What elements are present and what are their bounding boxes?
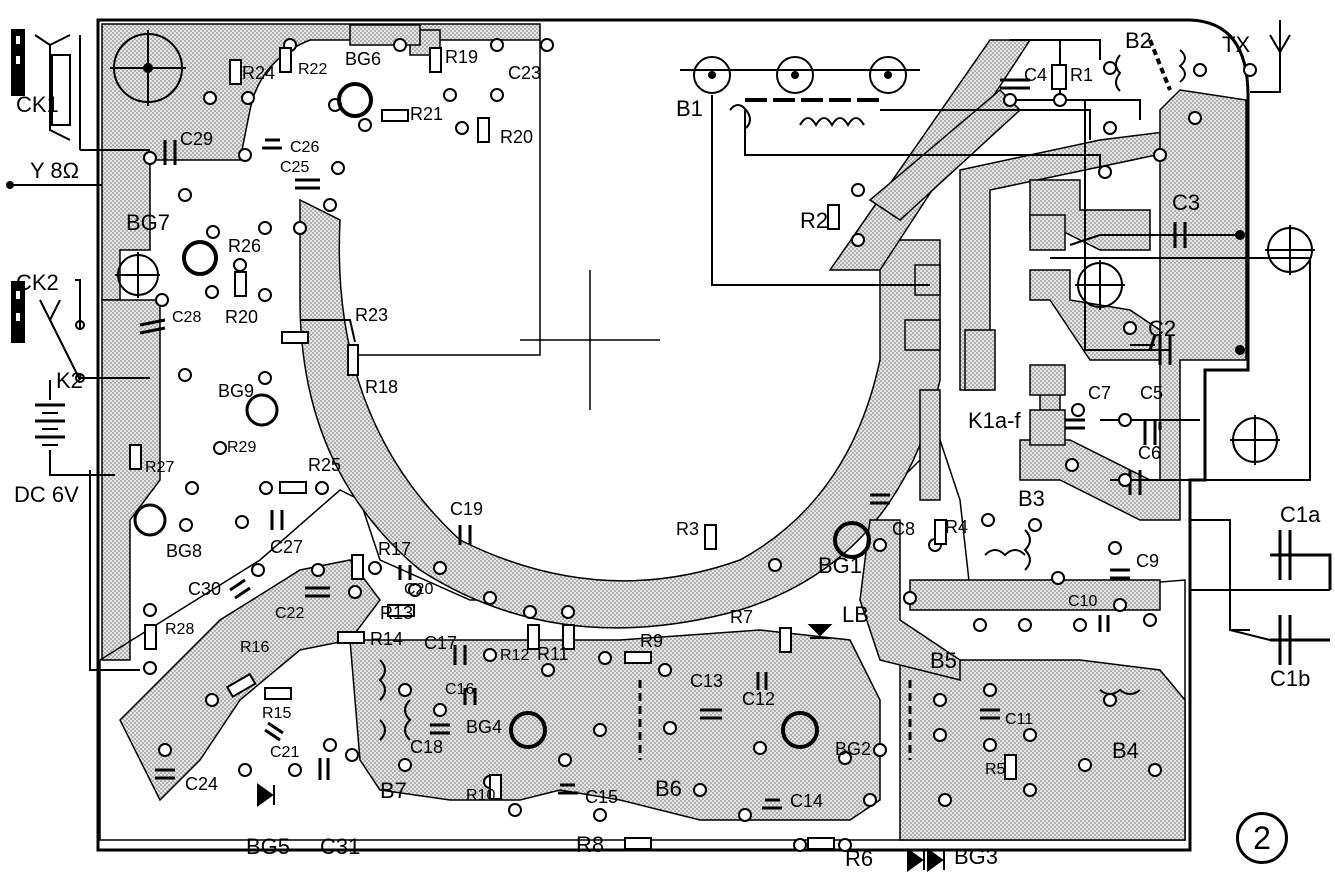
label-r23: R23 [355, 305, 389, 325]
label-c19: C19 [450, 499, 484, 519]
label-c4: C4 [1024, 65, 1048, 85]
label-c31: C31 [320, 834, 361, 859]
label-c28: C28 [172, 309, 202, 326]
label-r19: R19 [445, 47, 479, 67]
label-r14: R14 [370, 629, 404, 649]
label-r5: R5 [985, 761, 1006, 778]
label-b5: B5 [930, 648, 957, 673]
label-c2: C2 [1148, 316, 1177, 341]
label-b3: B3 [1018, 486, 1045, 511]
dial-crosshair [355, 40, 660, 410]
label-r11: R11 [537, 644, 569, 664]
label-bg2: BG2 [835, 739, 872, 759]
label-c17: C17 [424, 633, 458, 653]
label-b6: B6 [655, 776, 682, 801]
label-r8: R8 [576, 832, 605, 857]
label-r25: R25 [308, 455, 342, 475]
label-r2: R2 [800, 208, 829, 233]
label-c14: C14 [790, 791, 824, 811]
label-r15: R15 [262, 705, 292, 722]
label-c6: C6 [1138, 443, 1162, 463]
label-r21: R21 [410, 104, 444, 124]
label-r10: R10 [466, 787, 496, 804]
label-r9: R9 [640, 631, 664, 651]
label-c9: C9 [1136, 551, 1160, 571]
label-c21: C21 [270, 744, 300, 761]
label-tx: TX [1222, 32, 1251, 57]
label-r3: R3 [676, 519, 700, 539]
antenna-area [680, 20, 1332, 665]
label-c15: C15 [585, 787, 619, 807]
label-c20: C20 [404, 581, 434, 598]
label-b4: B4 [1112, 738, 1139, 763]
label-r18: R18 [365, 377, 399, 397]
label-c30: C30 [188, 579, 222, 599]
label-r27: R27 [145, 459, 175, 476]
label-r24: R24 [242, 63, 276, 83]
label-k2: K2 [56, 368, 83, 393]
figure-number: 2 [1236, 812, 1288, 864]
label-r22: R22 [298, 61, 328, 78]
label-bg4: BG4 [466, 717, 503, 737]
label-c13: C13 [690, 671, 724, 691]
label-r16: R16 [240, 639, 270, 656]
resistors [129, 47, 1017, 850]
label-c24: C24 [185, 774, 219, 794]
label-c23: C23 [508, 63, 542, 83]
diodes [257, 624, 945, 872]
label-bg8: BG8 [166, 541, 203, 561]
label-c25: C25 [280, 159, 310, 176]
label-b1: B1 [676, 96, 703, 121]
label-c11: C11 [1005, 711, 1034, 728]
label-c3: C3 [1172, 190, 1201, 215]
label-bg9: BG9 [218, 381, 255, 401]
left-external-components [6, 29, 186, 671]
label-r17: R17 [378, 539, 412, 559]
label-bg3: BG3 [954, 844, 999, 869]
transistors [133, 82, 871, 749]
label-k1af: K1a-f [968, 408, 1021, 433]
label-bg6: BG6 [345, 49, 382, 69]
label-ck1: CK1 [16, 92, 59, 117]
label-c16: C16 [445, 681, 475, 698]
label-bg7: BG7 [126, 210, 171, 235]
component-pads [143, 38, 1257, 852]
label-r20a: R20 [500, 127, 534, 147]
label-b2: B2 [1125, 28, 1152, 53]
label-c10: C10 [1068, 593, 1098, 610]
label-r13: R13 [380, 603, 414, 623]
coils [378, 529, 1141, 760]
label-r28: R28 [165, 621, 195, 638]
label-c8: C8 [892, 519, 916, 539]
label-c12: C12 [742, 689, 776, 709]
label-r12: R12 [500, 647, 530, 664]
label-dc6v: DC 6V [14, 482, 79, 507]
label-ck2: CK2 [16, 270, 59, 295]
label-r26: R26 [228, 236, 262, 256]
label-c26: C26 [290, 139, 320, 156]
label-b7: B7 [380, 778, 407, 803]
label-c22: C22 [275, 605, 305, 622]
label-c1a: C1a [1280, 502, 1321, 527]
wiper-arrows [300, 234, 1155, 346]
label-c18: C18 [410, 737, 444, 757]
label-r1: R1 [1070, 65, 1094, 85]
label-c1b: C1b [1270, 666, 1311, 691]
label-bg5: BG5 [246, 834, 291, 859]
label-r29: R29 [227, 439, 257, 456]
label-c27: C27 [270, 537, 304, 557]
capacitors [139, 138, 1130, 810]
label-y8: Y 8Ω [30, 158, 80, 183]
label-r6: R6 [845, 846, 874, 871]
label-c7: C7 [1088, 383, 1112, 403]
label-r7: R7 [730, 607, 754, 627]
label-r20b: R20 [225, 307, 259, 327]
label-c29: C29 [180, 129, 214, 149]
label-c5: C5 [1140, 383, 1164, 403]
label-r4: R4 [945, 517, 969, 537]
label-lb: LB [842, 602, 869, 627]
label-bg1: BG1 [818, 553, 863, 578]
